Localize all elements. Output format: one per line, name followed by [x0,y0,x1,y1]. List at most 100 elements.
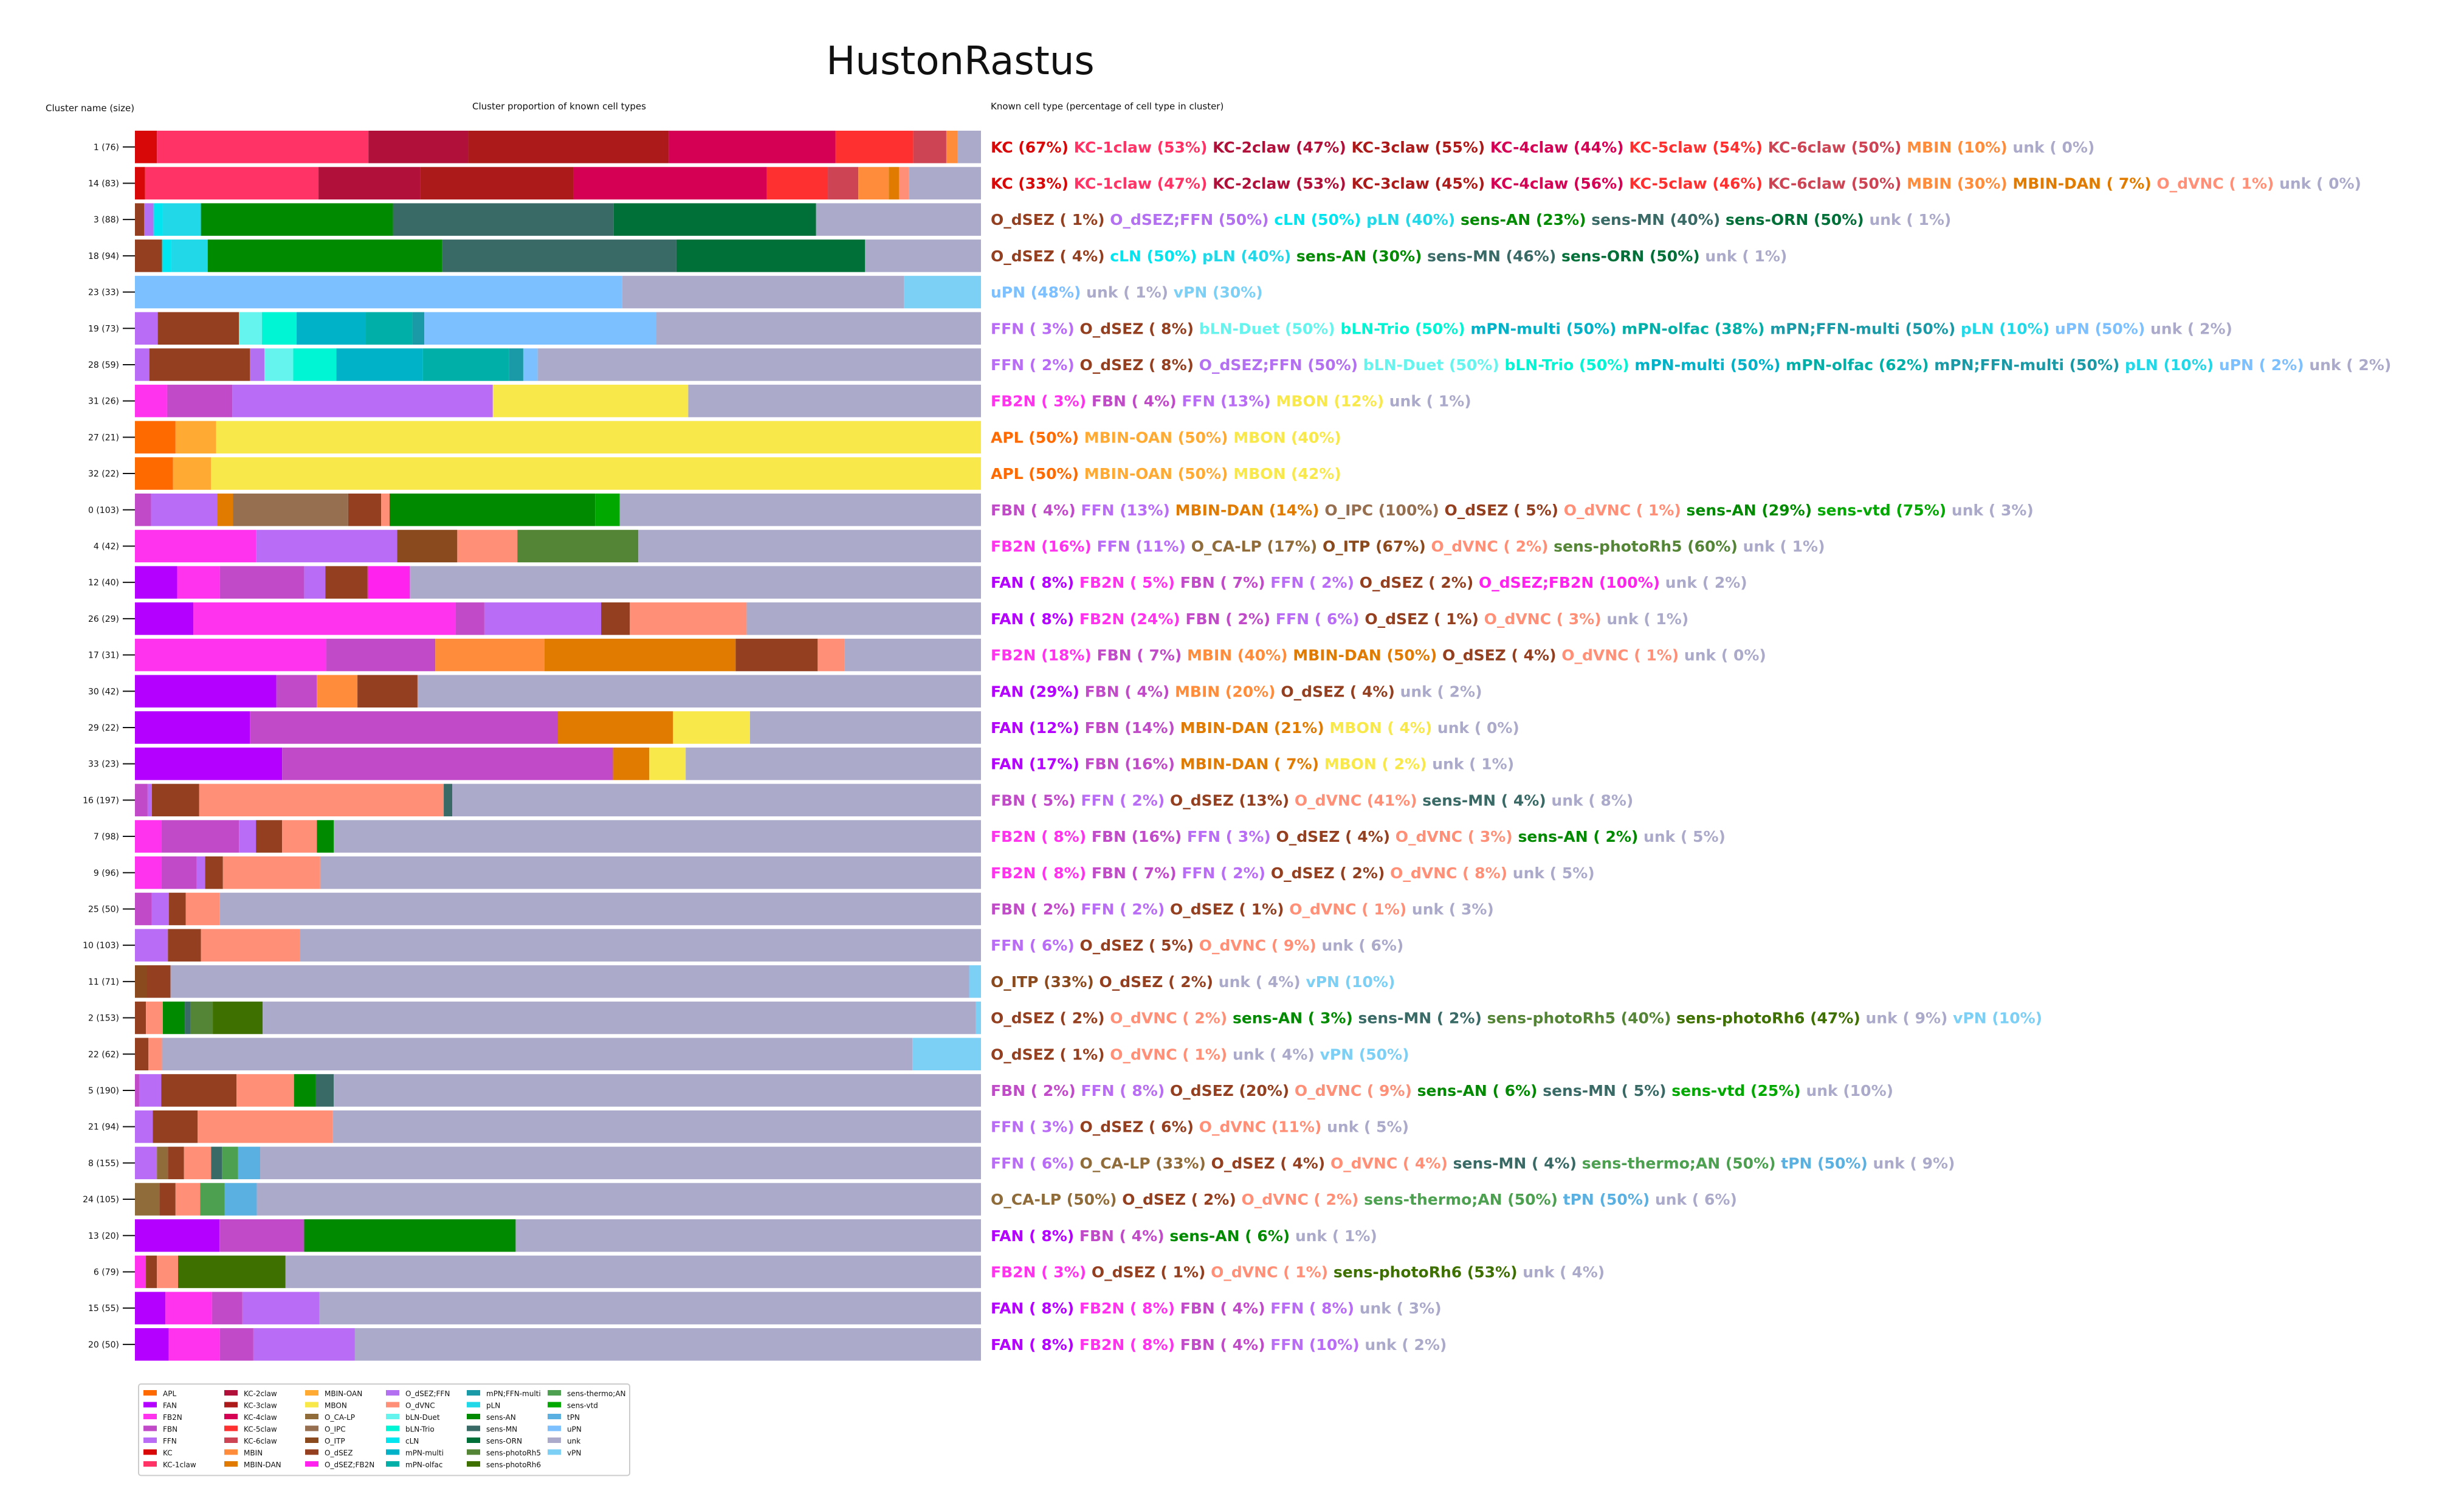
bar-segment [686,747,981,780]
legend-label: KC-5claw [244,1425,277,1434]
bar-segment [175,421,216,454]
annotation-item: O_ITP (33%) [991,973,1094,991]
cluster-row: 5 (190)FBN ( 2%) FFN ( 8%) O_dSEZ (20%) … [88,1074,1893,1107]
annotation-item: sens-MN ( 4%) [1448,1154,1577,1172]
bar-segment [219,1328,253,1361]
annotation-item: uPN (48%) [991,284,1081,301]
bar-segment [167,384,233,418]
annotation-item: KC-3claw (55%) [1346,139,1485,156]
cluster-row: 14 (83)KC (33%) KC-1claw (47%) KC-2claw … [88,167,2361,200]
legend-swatch [305,1402,318,1408]
annotation-item: FFN ( 6%) [1270,610,1359,628]
bar-segment [326,638,436,672]
bar-segment [397,529,458,563]
bar-segment [135,1038,149,1070]
legend-label: FFN [163,1437,177,1445]
annotation-item: O_dSEZ;FB2N (100%) [1473,574,1660,591]
bar-segment [442,239,676,272]
cell-type-annotation: FB2N ( 8%) FBN (16%) FFN ( 3%) O_dSEZ ( … [991,828,1726,845]
bar-segment [389,494,596,526]
header-cluster-name: Cluster name (size) [46,103,134,114]
annotation-item: FAN (12%) [991,719,1079,737]
bar-segment [135,711,250,744]
bar-segment [135,566,177,599]
bar-segment [904,275,981,309]
bar-segment [656,312,981,345]
legend-label: MBIN-OAN [325,1389,362,1398]
bar-segment [424,312,656,345]
bar-segment [858,167,889,200]
bar-segment [135,167,145,200]
annotation-item: sens-AN ( 6%) [1165,1227,1290,1245]
cluster-label: 8 (155) [88,1159,119,1168]
cluster-row: 22 (62)O_dSEZ ( 1%) O_dVNC ( 1%) unk ( 4… [88,1038,1409,1070]
annotation-item: O_dVNC ( 2%) [1105,1010,1228,1027]
cluster-label: 3 (88) [94,215,119,225]
legend-label: MBIN [244,1449,263,1458]
bar-segment [200,1183,225,1216]
bar-segment [135,457,173,490]
annotation-item: O_dSEZ ( 6%) [1075,1118,1194,1136]
legend-label: O_IPC [325,1425,346,1434]
cell-type-annotation: O_dSEZ ( 1%) O_dSEZ;FFN (50%) cLN (50%) … [991,211,1951,229]
cell-type-annotation: FAN (29%) FBN ( 4%) MBIN (20%) O_dSEZ ( … [991,683,1482,700]
bar-segment [135,1110,153,1143]
cell-type-annotation: FB2N ( 3%) O_dSEZ ( 1%) O_dVNC ( 1%) sen… [991,1263,1605,1281]
legend-swatch [305,1449,318,1455]
annotation-item: pLN (40%) [1361,211,1455,229]
bar-segment [219,566,305,599]
annotation-item: unk ( 3%) [1354,1300,1442,1317]
legend-swatch [305,1437,318,1443]
bar-segment [256,529,397,563]
annotation-item: O_dSEZ ( 4%) [991,247,1105,265]
bar-segment [238,1146,261,1180]
annotation-item: O_dVNC ( 1%) [1558,501,1681,519]
legend-label: O_CA-LP [325,1413,355,1422]
bar-segment [222,1146,238,1180]
annotation-item: vPN (50%) [1315,1045,1409,1063]
cluster-label: 17 (31) [88,651,119,661]
legend-swatch [224,1461,238,1467]
annotation-item: O_dVNC ( 1%) [1557,647,1679,664]
legend-label: sens-ORN [486,1437,522,1445]
legend-swatch [305,1425,318,1431]
annotation-item: FBN ( 5%) [991,791,1076,809]
bar-segment [282,747,613,780]
cluster-label: 31 (26) [88,397,119,407]
legend-swatch [386,1461,399,1467]
annotation-item: sens-photoRh5 (60%) [1548,537,1737,555]
bar-segment [135,239,162,272]
cluster-row: 27 (21)APL (50%) MBIN-OAN (50%) MBON (40… [88,421,1341,454]
annotation-item: sens-AN ( 3%) [1227,1010,1353,1027]
annotation-item: sens-AN (29%) [1681,501,1812,519]
bar-segment [168,892,186,926]
cluster-row: 11 (71)O_ITP (33%) O_dSEZ ( 2%) unk ( 4%… [88,965,1395,998]
annotation-item: KC-1claw (53%) [1069,139,1207,156]
cell-type-annotation: KC (67%) KC-1claw (53%) KC-2claw (47%) K… [991,139,2094,156]
cell-type-annotation: FAN ( 8%) FB2N (24%) FBN ( 2%) FFN ( 6%)… [991,610,1688,628]
bar-segment [135,348,150,381]
annotation-item: MBON ( 4%) [1324,719,1433,737]
legend-swatch [386,1437,399,1443]
bar-segment [135,1001,146,1035]
bar-segment [817,638,845,672]
cluster-label: 9 (96) [94,869,119,878]
annotation-item: KC-4claw (44%) [1485,139,1623,156]
annotation-item: mPN-olfac (38%) [1616,320,1764,337]
annotation-item: KC-1claw (47%) [1069,174,1207,192]
cluster-label: 26 (29) [88,615,119,624]
legend-swatch [386,1402,399,1408]
bar-segment [135,892,152,926]
cluster-label: 16 (197) [83,796,119,805]
cluster-label: 12 (40) [88,578,119,588]
bar-segment [239,312,262,345]
legend-swatch [548,1437,561,1443]
bar-segment [285,1255,981,1289]
bar-segment [217,494,233,526]
bar-segment [139,1074,162,1107]
annotation-item: O_dSEZ ( 1%) [991,1045,1105,1063]
annotation-item: MBIN (30%) [1901,174,2007,192]
legend-label: KC [163,1449,173,1458]
bar-segment [318,167,421,200]
annotation-item: pLN (10%) [1955,320,2049,337]
